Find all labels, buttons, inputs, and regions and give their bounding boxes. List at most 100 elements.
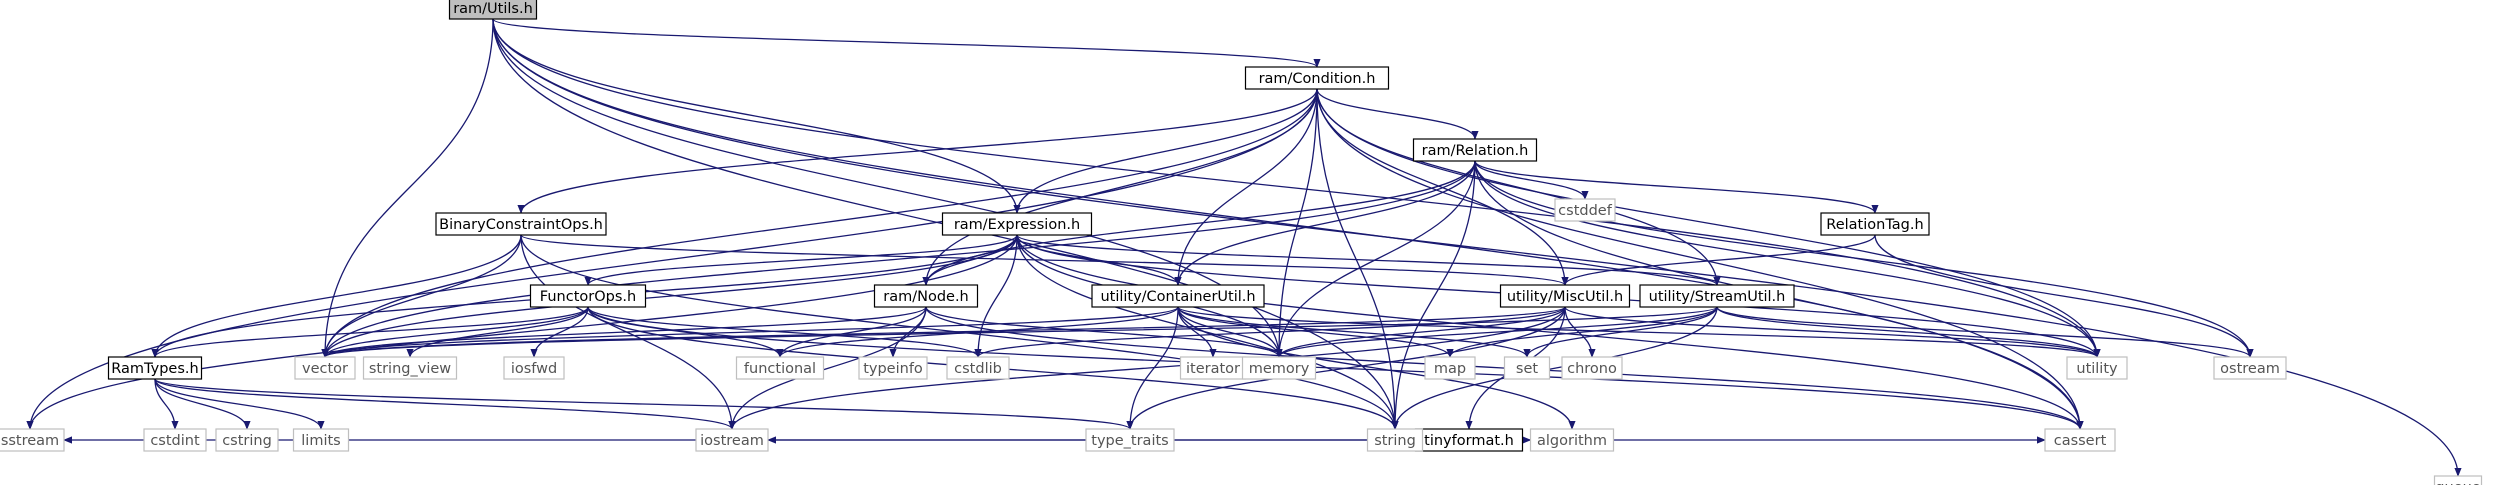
- node-functorops[interactable]: FunctorOps.h: [529, 284, 647, 308]
- node-box: [858, 356, 928, 380]
- node-set: set: [1503, 356, 1551, 380]
- edge-ramtypes-to-cstring: [154, 378, 251, 430]
- edge-relation-to-cstddef: [1474, 160, 1589, 200]
- node-label: utility/ContainerUtil.h: [1100, 289, 1255, 305]
- node-label: functional: [744, 361, 816, 377]
- node-label: cstddef: [1558, 203, 1613, 219]
- edge-relation-to-memory: [1275, 160, 1476, 358]
- node-algorithm: algorithm: [1529, 428, 1615, 452]
- node-box: [2213, 356, 2287, 380]
- edge-utils-to-vector: [321, 18, 494, 358]
- node-box: [529, 284, 647, 308]
- node-box: [435, 212, 607, 236]
- node-functional: functional: [735, 356, 825, 380]
- edge-functorops-to-string_view: [406, 306, 589, 358]
- node-tinyformat[interactable]: tinyformat.h: [1414, 428, 1524, 452]
- edge-streamutil-to-utility: [1716, 306, 2101, 358]
- node-label: cstring: [222, 433, 272, 449]
- node-box: [0, 428, 65, 452]
- edge-ramtypes-to-cstdint: [154, 378, 179, 430]
- edge-miscutil-to-cstdlib: [974, 306, 1566, 358]
- edge-functorops-to-cstdlib: [587, 306, 982, 358]
- node-box: [294, 356, 356, 380]
- edge-expression-to-cassert: [1016, 234, 2084, 430]
- edge-relation-to-utility: [1474, 160, 2101, 358]
- node-box: [2066, 356, 2128, 380]
- node-label: algorithm: [1537, 433, 1607, 449]
- edge-node-to-vector: [321, 306, 927, 358]
- node-cassert: cassert: [2044, 428, 2116, 452]
- node-relationtag[interactable]: RelationTag.h: [1820, 212, 1930, 236]
- node-label: queue: [2435, 480, 2481, 485]
- edge-utils-to-condition: [492, 18, 1321, 68]
- edge-expression-to-vector: [321, 234, 1018, 358]
- edge-relation-to-ostream: [1474, 160, 2254, 358]
- node-label: memory: [1249, 361, 1310, 377]
- node-binary[interactable]: BinaryConstraintOps.h: [435, 212, 607, 236]
- node-chrono: chrono: [1561, 356, 1623, 380]
- node-box: [1529, 428, 1615, 452]
- edge-condition-to-relation: [1316, 88, 1479, 140]
- node-label: iostream: [700, 433, 764, 449]
- edge-condition-to-containerutil: [1174, 88, 1318, 286]
- edge-relation-to-string: [1391, 160, 1476, 430]
- node-box: [1424, 356, 1476, 380]
- node-utility: utility: [2066, 356, 2128, 380]
- edge-node-to-iostream: [728, 306, 927, 430]
- node-box: [215, 428, 279, 452]
- node-label: RamTypes.h: [111, 361, 198, 377]
- node-box: [1503, 356, 1551, 380]
- node-box: [1412, 138, 1538, 162]
- node-limits: limits: [292, 428, 350, 452]
- node-label: iosfwd: [511, 361, 557, 377]
- node-label: typeinfo: [863, 361, 923, 377]
- edge-condition-to-cassert: [1316, 88, 2084, 430]
- node-label: string_view: [369, 361, 451, 377]
- node-box: [873, 284, 979, 308]
- node-label: FunctorOps.h: [540, 289, 636, 305]
- edge-layer: [26, 18, 2462, 477]
- node-cstdlib: cstdlib: [946, 356, 1010, 380]
- edge-streamutil-to-string: [1391, 306, 1718, 430]
- edge-containerutil-to-set: [1177, 306, 1531, 358]
- edge-utils-to-queue: [492, 18, 2462, 477]
- node-label: BinaryConstraintOps.h: [439, 217, 603, 233]
- edge-relationtag-to-ostream: [1874, 234, 2254, 358]
- node-ramtypes[interactable]: RamTypes.h: [107, 356, 203, 380]
- node-node[interactable]: ram/Node.h: [873, 284, 979, 308]
- edge-streamutil-to-set: [1523, 306, 1718, 358]
- node-condition[interactable]: ram/Condition.h: [1244, 66, 1390, 90]
- node-box: [1820, 212, 1930, 236]
- edge-miscutil-to-utility: [1564, 306, 2101, 358]
- node-relation[interactable]: ram/Relation.h: [1412, 138, 1538, 162]
- node-box: [941, 212, 1093, 236]
- node-expression[interactable]: ram/Expression.h: [941, 212, 1093, 236]
- node-utils[interactable]: ram/Utils.h: [448, 0, 538, 20]
- edge-containerutil-to-utility: [1177, 306, 2101, 358]
- node-string-view: string_view: [362, 356, 458, 380]
- edge-ramtypes-to-iostream: [154, 378, 736, 430]
- node-box: [107, 356, 203, 380]
- node-label: chrono: [1567, 361, 1617, 377]
- edge-condition-to-memory: [1275, 88, 1318, 358]
- edge-relation-to-node: [922, 160, 1476, 286]
- node-miscutil[interactable]: utility/MiscUtil.h: [1499, 284, 1631, 308]
- node-ostream: ostream: [2213, 356, 2287, 380]
- node-label: utility: [2076, 361, 2118, 377]
- node-label: set: [1516, 361, 1538, 377]
- edge-streamutil-to-ostream: [1716, 306, 2254, 358]
- edge-condition-to-streamutil: [1316, 88, 1721, 286]
- node-label: utility/MiscUtil.h: [1507, 289, 1623, 305]
- node-label: ram/Node.h: [883, 289, 969, 305]
- edge-functorops-to-iosfwd: [530, 306, 589, 358]
- edge-ramtypes-to-type_traits: [154, 378, 1134, 430]
- node-box: [2044, 428, 2116, 452]
- edge-functorops-to-cassert: [587, 306, 2084, 430]
- node-label: iterator: [1186, 361, 1240, 377]
- edge-containerutil-to-map: [1177, 306, 1454, 358]
- node-containerutil[interactable]: utility/ContainerUtil.h: [1091, 284, 1265, 308]
- node-streamutil[interactable]: utility/StreamUtil.h: [1639, 284, 1795, 308]
- node-typeinfo: typeinfo: [858, 356, 928, 380]
- edge-expression-to-functorops: [584, 234, 1018, 286]
